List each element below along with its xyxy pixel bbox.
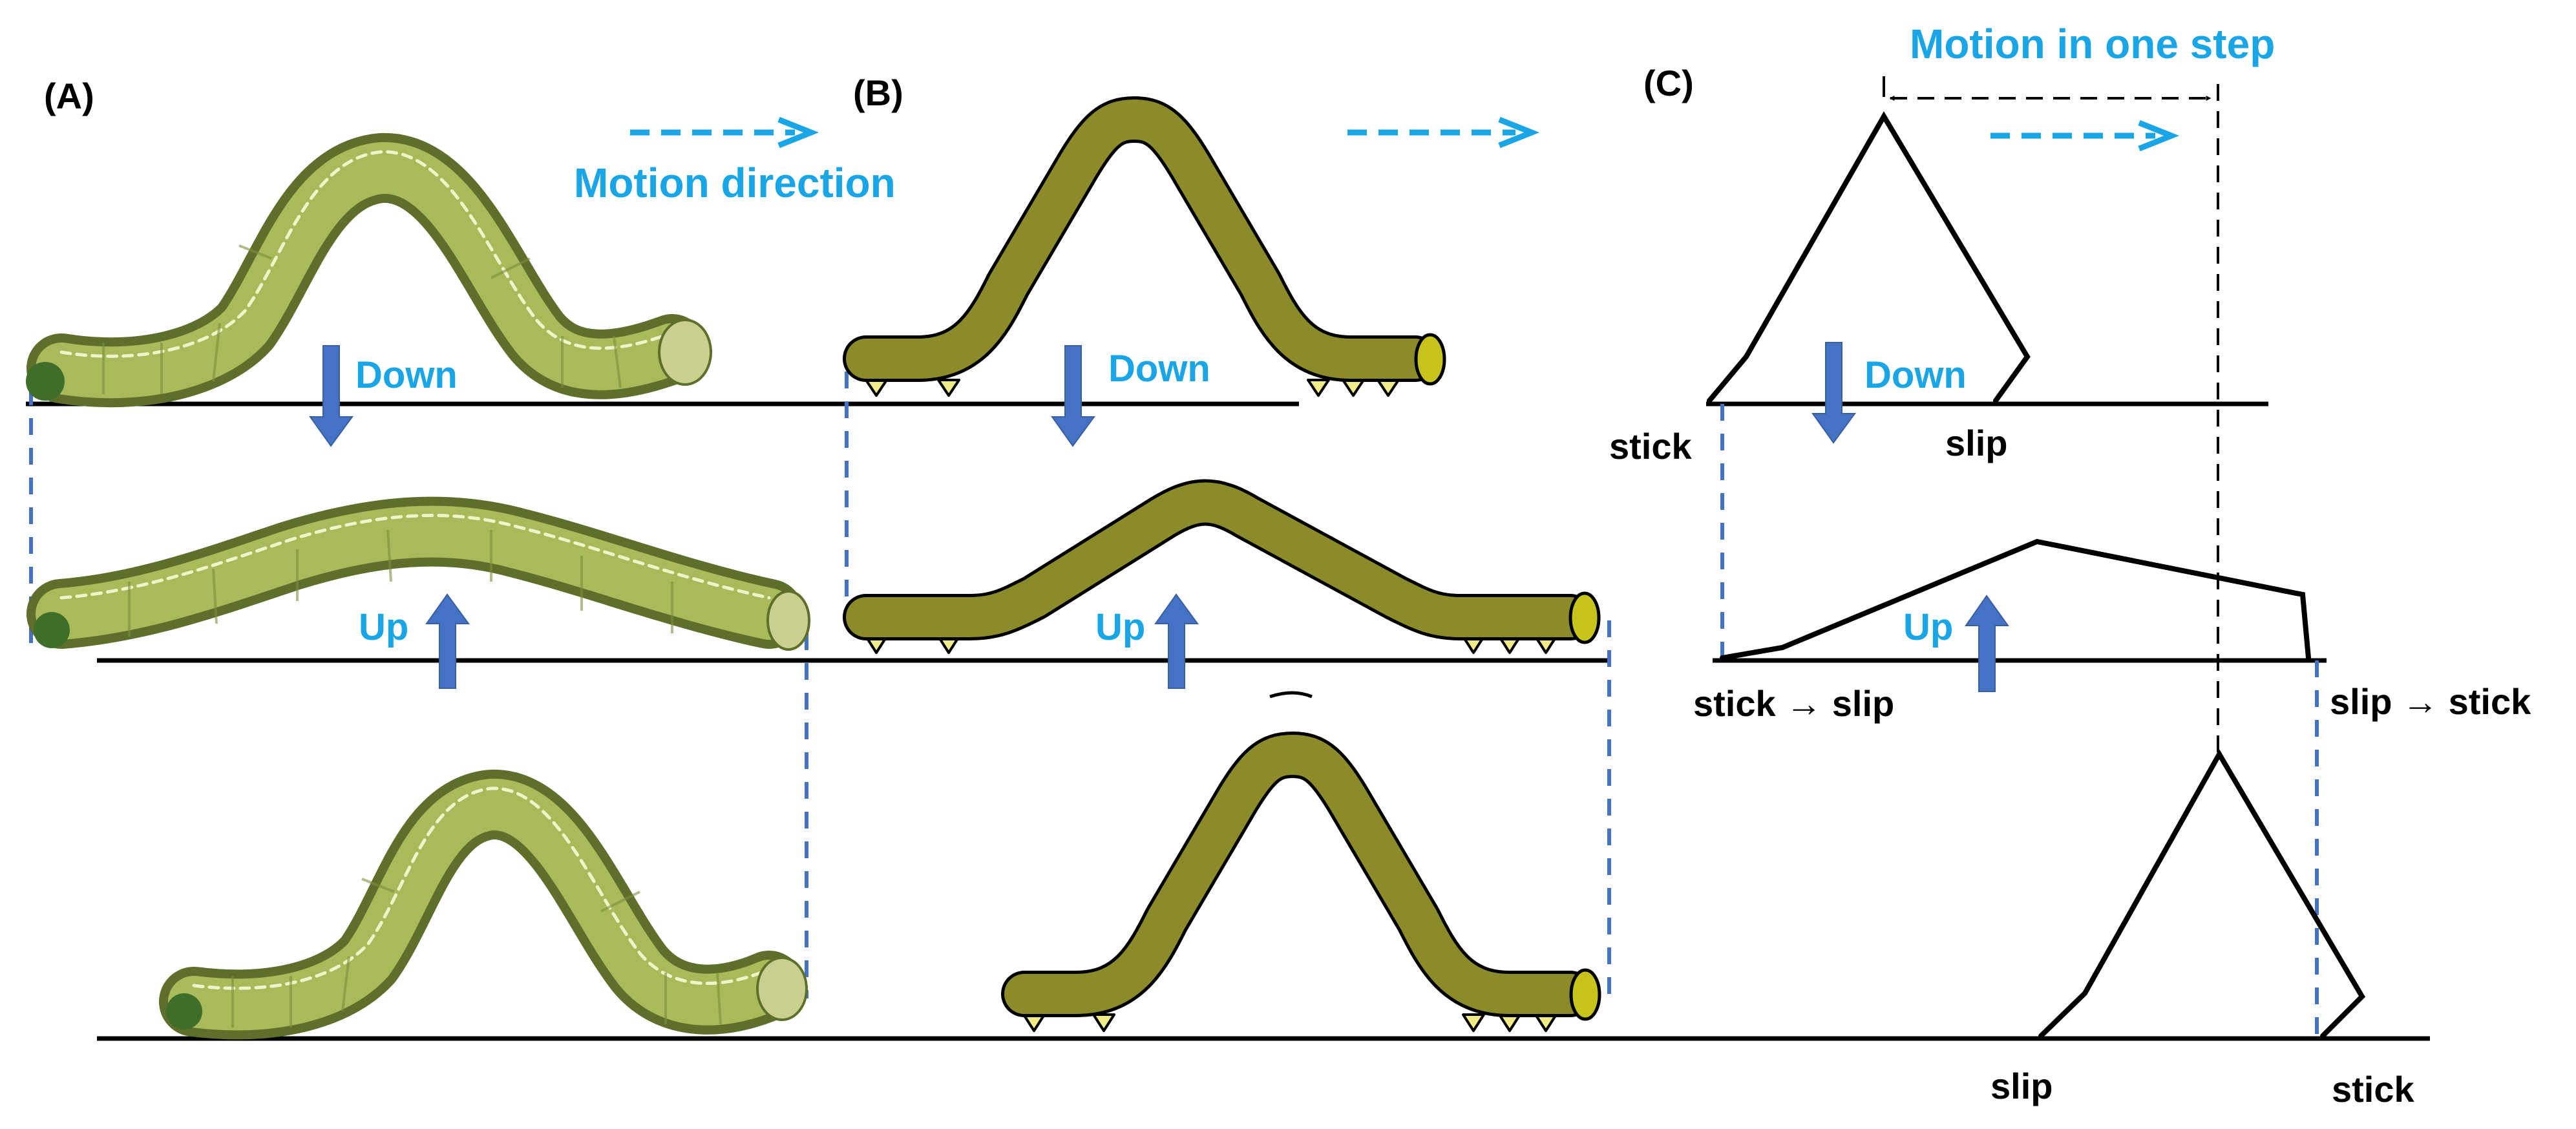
stray-mark (1269, 691, 1313, 699)
down-label-b: Down (1108, 348, 1210, 390)
leg (1092, 1013, 1115, 1032)
slip-label-row3: slip (1990, 1066, 2053, 1106)
up-label-a: Up (359, 606, 408, 648)
leg (937, 379, 960, 397)
leg (1342, 379, 1365, 397)
caterpillar-cartoon-row3 (1001, 732, 1601, 1032)
caterpillar-photo-row2 (26, 496, 810, 651)
panel-c: Down stick slip Up stick → slip slip → s… (1609, 111, 2531, 1110)
caterpillar-photo-row1 (26, 133, 712, 408)
panel-label-c: (C) (1643, 63, 1694, 103)
up-label-b: Up (1095, 606, 1145, 648)
motion-in-one-step-label: Motion in one step (1910, 21, 2275, 67)
caterpillar-cartoon-row2 (843, 479, 1601, 654)
stick-to-slip-label: stick → slip (1693, 683, 1894, 724)
head (1569, 968, 1601, 1021)
up-label-c: Up (1903, 606, 1953, 648)
leg (1377, 379, 1400, 397)
panel-label-b: (B) (853, 72, 903, 113)
down-arrow-icon (309, 345, 354, 447)
motion-direction-indicator: Motion direction (574, 116, 896, 206)
dashed-right-arrow-icon (1990, 120, 2180, 152)
up-arrow-icon (1154, 593, 1199, 689)
caterpillar-cartoon-row1 (843, 96, 1446, 397)
panel-label-a: (A) (44, 76, 94, 116)
slip-to-stick-label: slip → stick (2330, 681, 2531, 722)
leg (865, 379, 888, 397)
down-arrow-icon (1811, 342, 1856, 444)
one-step-measure: Motion in one step (1883, 21, 2275, 753)
outline-row3 (2038, 748, 2366, 1039)
stick-label-row1: stick (1609, 426, 1692, 467)
leg (1462, 1013, 1485, 1032)
ground-lines (26, 401, 2430, 1041)
slip-label-row1: slip (1945, 423, 2007, 463)
outline-row1 (1707, 111, 2031, 403)
down-label-a: Down (355, 354, 458, 396)
up-arrow-icon (425, 593, 470, 689)
up-arrow-icon (1965, 595, 2009, 692)
dashed-right-arrow-icon (630, 116, 819, 149)
panel-b: Down Up (843, 96, 1601, 1032)
dashed-right-arrow-icon (1347, 116, 1540, 149)
leg (1307, 379, 1330, 397)
motion-direction-label: Motion direction (574, 160, 896, 206)
down-arrow-icon (1051, 345, 1095, 447)
caterpillar-photo-row3 (159, 770, 808, 1040)
panel-a: Down Up (26, 133, 810, 1040)
outline-row2 (1720, 538, 2311, 660)
head (1414, 333, 1446, 386)
down-label-c: Down (1864, 354, 1967, 396)
stick-label-row3: stick (2332, 1069, 2414, 1110)
head (1568, 591, 1601, 644)
